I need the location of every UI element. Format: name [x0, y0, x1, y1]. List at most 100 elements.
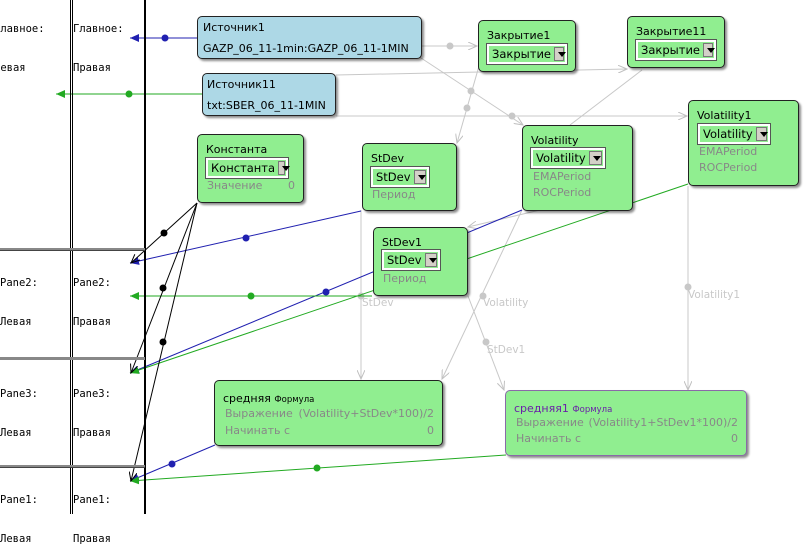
close11-node[interactable]: Закрытие11 Закрытие	[627, 16, 725, 68]
indicator-select[interactable]: Константа	[205, 157, 290, 179]
wire-label-volatility: Volatility	[483, 297, 529, 309]
connection-wires	[56, 34, 810, 485]
pane-name: Pane2:	[73, 277, 111, 289]
select-value: StDev	[376, 170, 411, 184]
source-value: txt:SBER_06_11-1MIN	[207, 99, 326, 112]
start-value[interactable]: 0	[427, 424, 434, 437]
source-value: GAZP_06_11-1min:GAZP_06_11-1MIN	[203, 42, 409, 55]
pane3-right[interactable]: Pane3: Правая	[73, 362, 111, 453]
param-label: EMAPeriod	[533, 170, 592, 183]
wire-volatility-stdev1	[468, 209, 541, 227]
pane-main-right[interactable]: Главное: Правая	[73, 0, 124, 88]
pane-side: Левая	[0, 427, 32, 439]
param-label: Значение	[207, 179, 263, 192]
param-label: EMAPeriod	[699, 145, 758, 158]
indicator-select[interactable]: StDev	[370, 166, 430, 188]
start-value[interactable]: 0	[731, 432, 738, 445]
pane-separator-1[interactable]	[0, 465, 145, 468]
pane-divider-left2	[72, 0, 73, 514]
node-title: Источник1	[203, 21, 265, 34]
node-title: Источник11	[207, 78, 276, 91]
select-value: Volatility	[536, 151, 586, 165]
node-title: StDev	[371, 152, 405, 165]
formula-type: Формула	[274, 395, 315, 405]
pane-side: Левая	[0, 316, 32, 328]
pane-side: Левая	[0, 62, 26, 74]
pane3-left[interactable]: Pane3: Левая	[0, 362, 38, 453]
param-label: ROCPeriod	[533, 186, 592, 199]
stdev-node[interactable]: StDev StDev Период	[362, 143, 457, 211]
wire-source11-close11	[335, 69, 627, 76]
start-label: Начинать с	[516, 432, 582, 445]
pane-name: Pane3:	[73, 388, 111, 400]
pane-side: Правая	[73, 533, 111, 545]
param-label: Период	[383, 272, 427, 285]
pane-side: Правая	[73, 427, 111, 439]
dropdown-arrow-icon[interactable]	[413, 170, 426, 184]
pane-name: Pane3:	[0, 388, 38, 400]
wire-close1-stdev	[457, 65, 480, 143]
avg1-formula-node[interactable]: средняя1 Формула Выражение (Volatility1+…	[505, 390, 747, 456]
node-title: средняя1 Формула	[514, 402, 612, 415]
pane-separator-3[interactable]	[0, 357, 145, 360]
pane2-left[interactable]: Pane2: Левая	[0, 251, 38, 342]
param-value[interactable]: 0	[288, 179, 295, 192]
indicator-select[interactable]: Закрытие	[635, 39, 717, 61]
pane-divider-left	[70, 0, 71, 514]
pane-divider-right[interactable]	[144, 0, 146, 514]
wire-label-volatility1: Volatility1	[688, 289, 741, 301]
wire-close11-volatility	[569, 69, 643, 126]
pane-separator-2[interactable]	[0, 248, 145, 251]
expression-value[interactable]: (Volatility1+StDev1*100)/2	[588, 416, 738, 429]
node-title: Константа	[206, 143, 268, 156]
indicator-select[interactable]: StDev	[381, 249, 441, 271]
select-value: Volatility	[703, 127, 753, 141]
avg-formula-node[interactable]: средняя Формула Выражение (Volatility+St…	[214, 380, 443, 446]
dropdown-arrow-icon[interactable]	[588, 151, 602, 165]
pane-side: Левая	[0, 533, 32, 545]
param-label: Период	[372, 188, 416, 201]
node-title: Volatility	[531, 134, 579, 147]
source-node-1[interactable]: Источник1 GAZP_06_11-1min:GAZP_06_11-1MI…	[197, 16, 422, 59]
stdev1-node[interactable]: StDev1 StDev Период	[373, 227, 468, 296]
pane-name: Pane1:	[73, 494, 111, 506]
indicator-select[interactable]: Закрытие	[486, 43, 568, 65]
select-value: StDev	[387, 253, 422, 267]
node-title: Volatility1	[697, 109, 752, 122]
pane-side: Правая	[73, 62, 111, 74]
wire-label-stdev1: StDev1	[487, 344, 526, 356]
select-value: Константа	[211, 161, 276, 175]
pane-side: Правая	[73, 316, 111, 328]
dropdown-arrow-icon[interactable]	[703, 43, 715, 57]
pane-main-left[interactable]: Главное: Левая	[0, 0, 45, 88]
dropdown-arrow-icon[interactable]	[755, 127, 769, 141]
node-title: StDev1	[382, 236, 423, 249]
dropdown-arrow-icon[interactable]	[554, 47, 566, 61]
expression-label: Выражение	[516, 416, 584, 429]
dropdown-arrow-icon[interactable]	[424, 253, 437, 267]
indicator-select[interactable]: Volatility	[530, 147, 606, 169]
dropdown-arrow-icon[interactable]	[278, 161, 290, 175]
formula-type: Формула	[572, 405, 613, 415]
node-title: средняя Формула	[223, 392, 314, 405]
formula-name: средняя	[223, 392, 271, 405]
node-title: Закрытие1	[487, 29, 551, 42]
close1-node[interactable]: Закрытие1 Закрытие	[478, 20, 576, 72]
constant-node[interactable]: Константа Константа Значение 0	[197, 134, 304, 203]
pane-name: Pane2:	[0, 277, 38, 289]
pane-name: Pane1:	[0, 494, 38, 506]
pane2-right[interactable]: Pane2: Правая	[73, 251, 111, 342]
expression-value[interactable]: (Volatility+StDev*100)/2	[298, 407, 434, 420]
wire-label-stdev: StDev	[362, 297, 394, 309]
volatility-node[interactable]: Volatility Volatility EMAPeriod ROCPerio…	[522, 125, 633, 211]
source-node-11[interactable]: Источник11 txt:SBER_06_11-1MIN	[202, 73, 336, 116]
pane-name: Главное:	[0, 23, 45, 35]
select-value: Закрытие	[641, 43, 700, 57]
start-label: Начинать с	[225, 424, 291, 437]
param-label: ROCPeriod	[699, 161, 758, 174]
select-value: Закрытие	[492, 47, 551, 61]
pane-name: Главное:	[73, 23, 124, 35]
formula-name: средняя1	[514, 402, 569, 415]
volatility1-node[interactable]: Volatility1 Volatility EMAPeriod ROCPeri…	[688, 100, 799, 186]
indicator-select[interactable]: Volatility	[697, 123, 771, 145]
